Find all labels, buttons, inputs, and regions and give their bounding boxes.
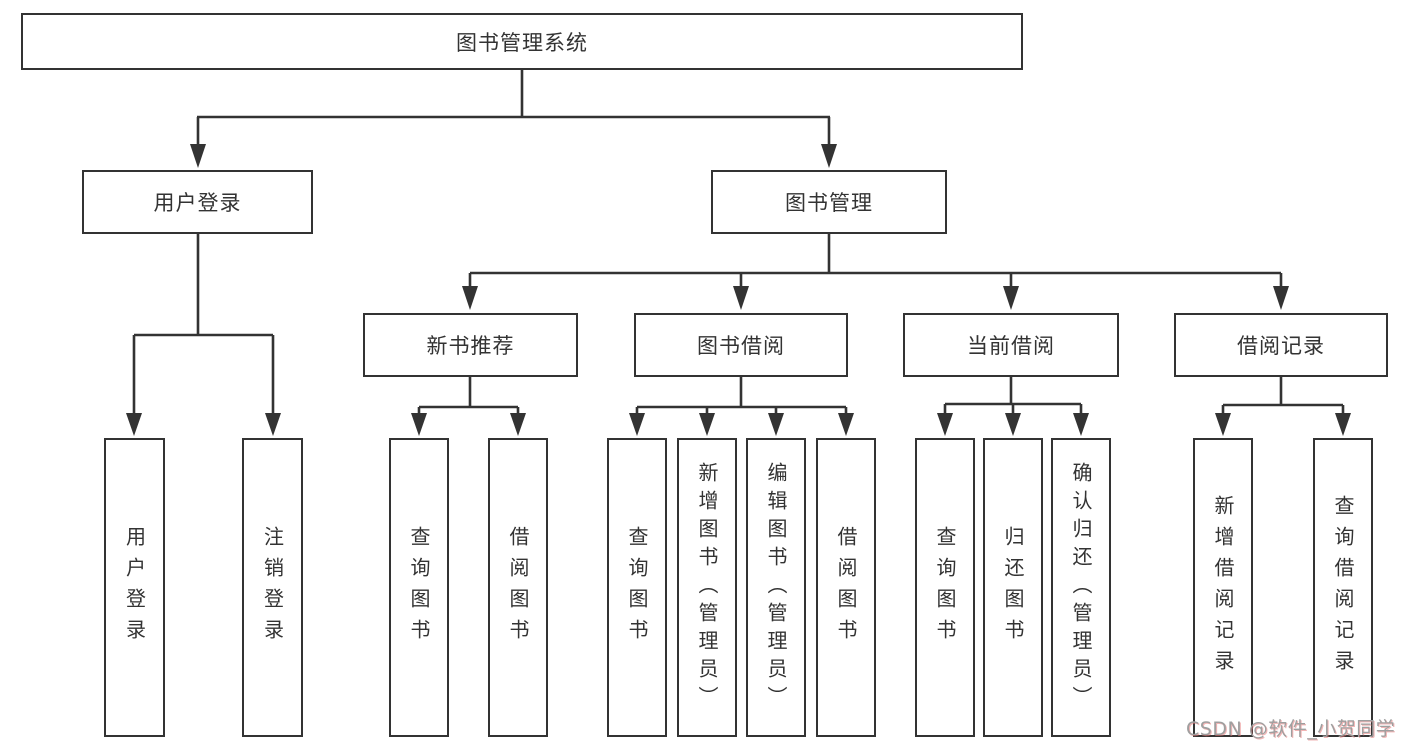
leaf-query-books-3-label: 查询图书 [933,525,957,650]
leaf-borrow-books-1: 借阅图书 [488,438,548,737]
leaf-return-books-label: 归还图书 [1001,525,1025,650]
leaf-confirm-return-admin: 确认归还（管理员） [1051,438,1111,737]
arrowheads [126,144,1351,436]
leaf-logout: 注销登录 [242,438,303,737]
leaf-add-books-admin: 新增图书（管理员） [677,438,737,737]
leaf-add-books-admin-label: 新增图书（管理员） [695,461,719,714]
node-borrow-records: 借阅记录 [1174,313,1388,377]
node-user-login: 用户登录 [82,170,313,234]
leaf-add-borrow-record: 新增借阅记录 [1193,438,1253,737]
leaf-edit-books-admin-label: 编辑图书（管理员） [764,461,788,714]
node-book-borrow: 图书借阅 [634,313,848,377]
leaf-add-borrow-record-label: 新增借阅记录 [1211,494,1235,681]
node-book-management: 图书管理 [711,170,947,234]
csdn-watermark: CSDN @软件_小贺同学 [1186,718,1396,740]
leaf-borrow-books-2: 借阅图书 [816,438,876,737]
leaf-query-borrow-record: 查询借阅记录 [1313,438,1373,737]
node-system-root: 图书管理系统 [21,13,1023,70]
leaf-edit-books-admin: 编辑图书（管理员） [746,438,806,737]
leaf-query-borrow-record-label: 查询借阅记录 [1331,494,1355,681]
leaf-query-books-2-label: 查询图书 [625,525,649,650]
leaf-user-login-label: 用户登录 [122,525,147,650]
leaf-user-login: 用户登录 [104,438,165,737]
leaf-logout-label: 注销登录 [260,525,285,650]
leaf-query-books-2: 查询图书 [607,438,667,737]
leaf-borrow-books-1-label: 借阅图书 [506,525,530,650]
node-current-borrow: 当前借阅 [903,313,1119,377]
leaf-query-books-3: 查询图书 [915,438,975,737]
leaf-return-books: 归还图书 [983,438,1043,737]
tree-edges [132,70,1345,415]
leaf-query-books-1: 查询图书 [389,438,449,737]
leaf-query-books-1-label: 查询图书 [407,525,431,650]
leaf-borrow-books-2-label: 借阅图书 [834,525,858,650]
node-new-book-recommend: 新书推荐 [363,313,578,377]
leaf-confirm-return-admin-label: 确认归还（管理员） [1069,461,1093,714]
